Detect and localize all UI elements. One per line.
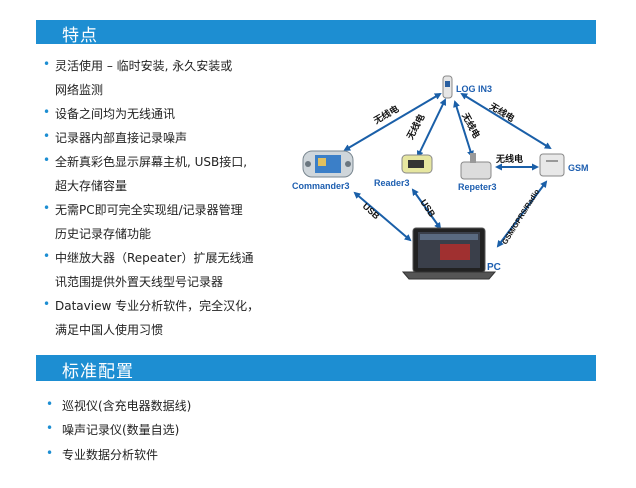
login3-device-icon (442, 75, 453, 99)
wireless-links (343, 92, 552, 171)
usb-links (353, 180, 548, 248)
list-item: • 全新真彩色显示屏幕主机, USB接口, (43, 153, 248, 169)
list-item: • 设备之间均为无线通讯 (43, 105, 176, 121)
bullet-icon: • (43, 153, 51, 167)
gsm-device-icon (539, 153, 565, 177)
bullet-icon: • (43, 201, 51, 215)
bullet-icon: • (46, 446, 54, 460)
link-label-gsm-gprs-radio: GSM/GPRS/Radio (500, 187, 541, 246)
section-header-features: 特点 (36, 20, 596, 46)
list-item: • 巡视仪(含充电器数据线) (46, 397, 192, 413)
bullet-icon: • (43, 249, 51, 263)
node-label-pc: PC (487, 262, 501, 273)
node-label-gsm: GSM (568, 163, 589, 173)
list-item-continuation: 超大存储容量 (55, 179, 128, 193)
link-label-wireless: 无线电 (371, 103, 401, 127)
list-item: • 噪声记录仪(数量自选) (46, 421, 180, 437)
list-item-continuation: 网络监测 (55, 83, 104, 97)
bullet-icon: • (43, 57, 51, 71)
section-title: 标准配置 (62, 362, 134, 382)
node-label-repeater3: Repeter3 (458, 182, 497, 192)
list-item: • 灵活使用 – 临时安装, 永久安装或 (43, 57, 233, 73)
bullet-icon: • (43, 129, 51, 143)
reader3-device-icon (401, 154, 433, 174)
list-item-continuation: 满足中国人使用习惯 (55, 323, 164, 337)
laptop-pc-icon (401, 227, 497, 280)
bullet-icon: • (46, 397, 54, 411)
link-label-usb: USB (418, 198, 437, 220)
link-label-wireless: 无线电 (495, 153, 523, 164)
node-label-login3: LOG IN3 (456, 84, 492, 94)
node-label-commander3: Commander3 (292, 181, 350, 191)
list-item-continuation: 讯范围提供外置天线型号记录器 (55, 275, 224, 289)
list-item: • 中继放大器（Repeater）扩展无线通 (43, 249, 254, 265)
list-item: • 无需PC即可完全实现组/记录器管理 (43, 201, 243, 217)
list-item: • 记录器内部直接记录噪声 (43, 129, 188, 145)
list-item-continuation: 历史记录存储功能 (55, 227, 152, 241)
commander3-device-icon (302, 150, 354, 178)
bullet-icon: • (43, 105, 51, 119)
section-header-standard-config: 标准配置 (36, 355, 596, 382)
bullet-icon: • (46, 421, 54, 435)
list-item: • Dataview 专业分析软件，完全汉化， (43, 297, 260, 313)
list-item: • 专业数据分析软件 (46, 446, 159, 462)
link-label-wireless: 无线电 (404, 112, 427, 142)
link-label-wireless: 无线电 (487, 100, 517, 124)
repeater3-device-icon (460, 153, 492, 180)
node-label-reader3: Reader3 (374, 178, 410, 188)
link-label-usb: USB (361, 201, 382, 221)
bullet-icon: • (43, 297, 51, 311)
section-title: 特点 (62, 26, 98, 46)
